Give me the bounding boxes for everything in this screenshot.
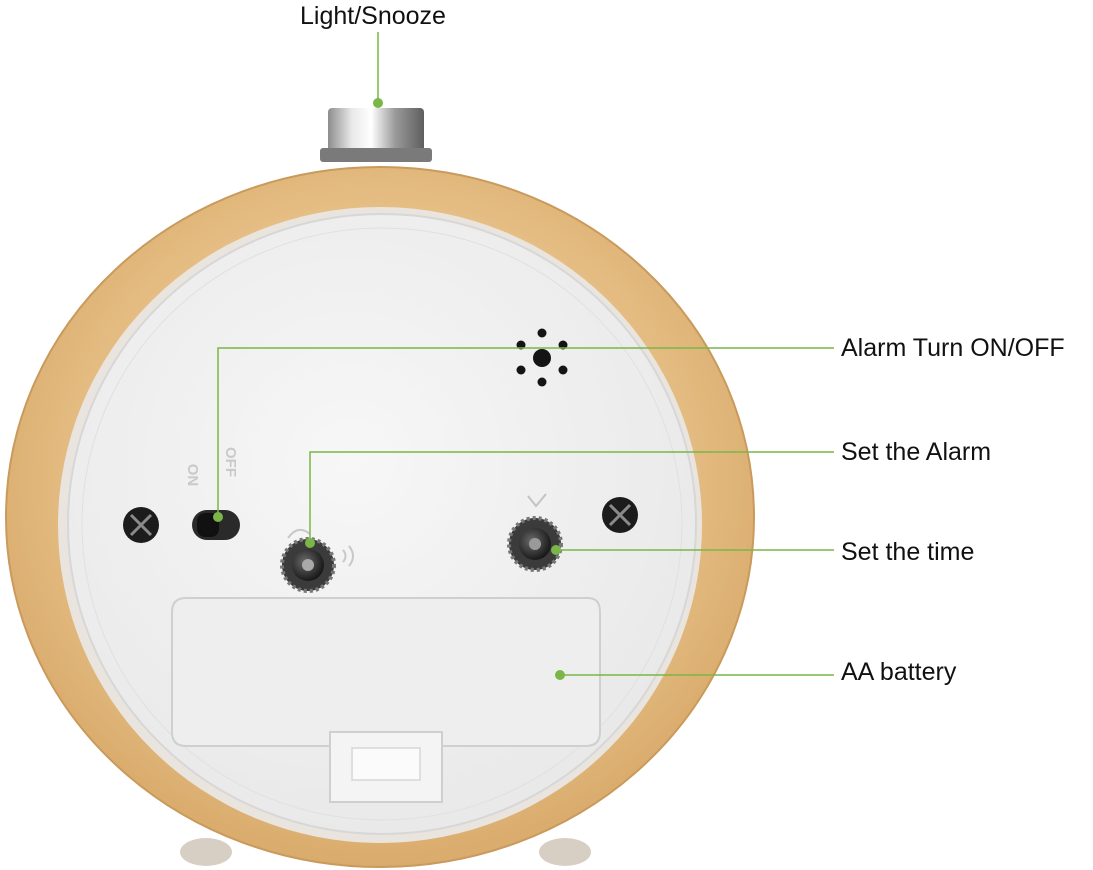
leader-lines [213, 32, 834, 680]
switch-label-on: ON [184, 464, 201, 487]
alarm-bell-icon [287, 528, 354, 567]
clock-hands-icon [527, 493, 547, 508]
light-snooze-button[interactable] [320, 108, 432, 162]
callout-battery: AA battery [841, 658, 957, 686]
clock-feet [180, 838, 591, 866]
switch-label-off: OFF [222, 447, 239, 477]
battery-cover[interactable] [171, 597, 601, 803]
screw-icon [602, 497, 638, 533]
callout-set-time: Set the time [841, 538, 975, 566]
time-set-knob[interactable] [507, 516, 563, 572]
callout-set-alarm: Set the Alarm [841, 438, 992, 466]
callout-light-snooze: Light/Snooze [300, 2, 446, 30]
screw-icon [123, 507, 159, 543]
callout-alarm-on-off: Alarm Turn ON/OFF [841, 334, 1065, 362]
speaker-icon [516, 328, 568, 387]
